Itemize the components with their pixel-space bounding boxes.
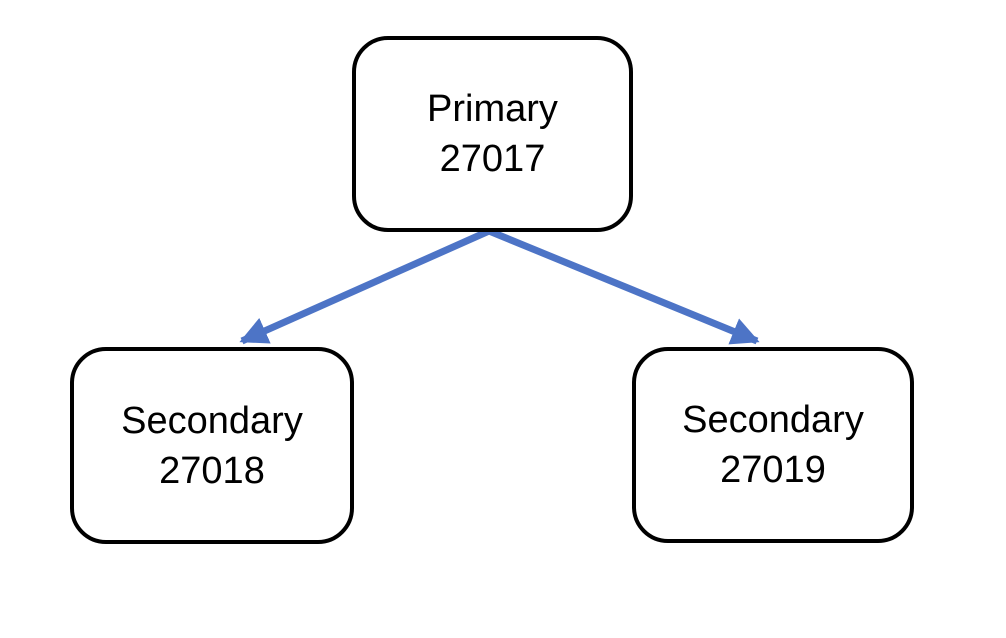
node-primary-role: Primary xyxy=(427,88,558,130)
arrow-primary-to-secondary-27019 xyxy=(487,227,760,345)
node-secondary-27019-role: Secondary xyxy=(682,399,864,441)
node-secondary-27018-port: 27018 xyxy=(159,449,265,492)
node-secondary-27019: Secondary 27019 xyxy=(632,347,914,543)
node-secondary-27018-role: Secondary xyxy=(121,399,303,442)
node-secondary-27018: Secondary 27018 xyxy=(70,347,354,544)
arrow-primary-to-secondary-27018 xyxy=(239,227,491,345)
node-primary-port: 27017 xyxy=(439,138,546,180)
node-secondary-27019-port: 27019 xyxy=(720,449,826,491)
node-primary: Primary 27017 xyxy=(352,36,633,232)
